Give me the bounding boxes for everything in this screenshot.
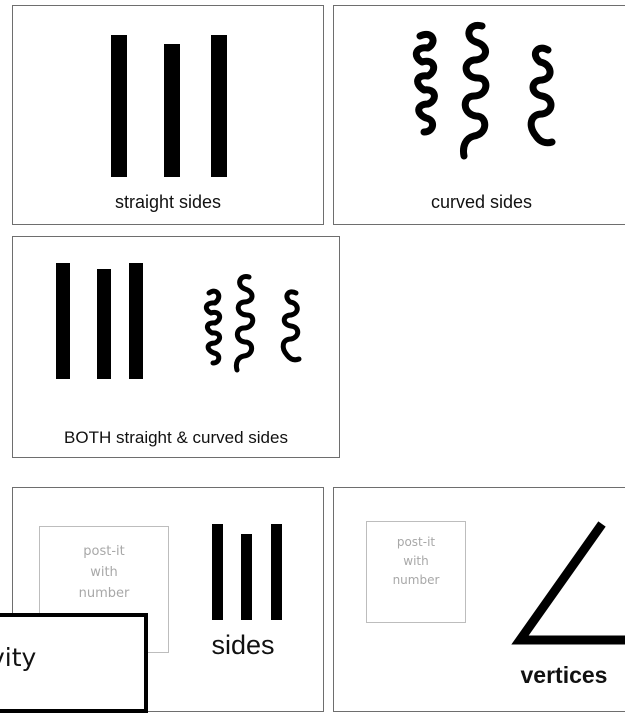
straight-sides-card[interactable]: straight sides [12,5,324,225]
curly-lines-icon [206,277,299,370]
both-sides-card[interactable]: BOTH straight & curved sides [12,236,340,458]
activity-callout: vity [0,613,148,713]
mixed-lines-icon [13,237,341,459]
card-caption: sides [161,630,325,661]
curved-sides-card[interactable]: curved sides [333,5,625,225]
card-caption: curved sides [334,192,625,213]
card-caption: vertices [484,662,625,689]
card-caption: BOTH straight & curved sides [13,428,339,448]
card-caption: straight sides [13,192,323,213]
callout-text: vity [0,643,36,672]
vertices-card[interactable]: post-it with number vertices [333,487,625,712]
